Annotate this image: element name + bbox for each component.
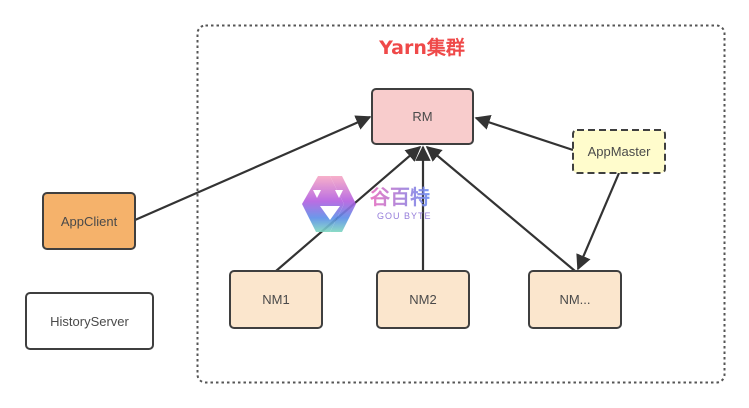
node-appmaster[interactable]: AppMaster: [572, 129, 666, 174]
node-nm3[interactable]: NM...: [528, 270, 622, 329]
node-historyserver[interactable]: HistoryServer: [25, 292, 154, 350]
node-nm1-label: NM1: [262, 292, 289, 307]
node-appmaster-label: AppMaster: [588, 144, 652, 159]
node-nm2-label: NM2: [409, 292, 436, 307]
watermark-logo-icon: [302, 176, 356, 232]
node-rm-label: RM: [412, 109, 432, 124]
watermark: 谷百特 GOU BYTE: [302, 176, 432, 232]
node-nm2[interactable]: NM2: [376, 270, 470, 329]
node-rm[interactable]: RM: [371, 88, 474, 145]
node-historyserver-label: HistoryServer: [50, 314, 129, 329]
edge-appmaster-to-nm3: [576, 172, 621, 271]
yarn-cluster-boundary: [196, 24, 726, 384]
edge-appmaster-to-rm: [474, 115, 574, 152]
watermark-text-en: GOU BYTE: [377, 211, 432, 221]
node-nm3-label: NM...: [559, 292, 590, 307]
cluster-title: Yarn集群: [378, 36, 465, 59]
edge-appclient-to-rm: [134, 115, 372, 222]
edge-nm3-to-rm: [425, 146, 576, 272]
node-appclient[interactable]: AppClient: [42, 192, 136, 250]
node-appclient-label: AppClient: [61, 214, 118, 229]
watermark-text-cn: 谷百特: [370, 185, 430, 209]
node-nm1[interactable]: NM1: [229, 270, 323, 329]
